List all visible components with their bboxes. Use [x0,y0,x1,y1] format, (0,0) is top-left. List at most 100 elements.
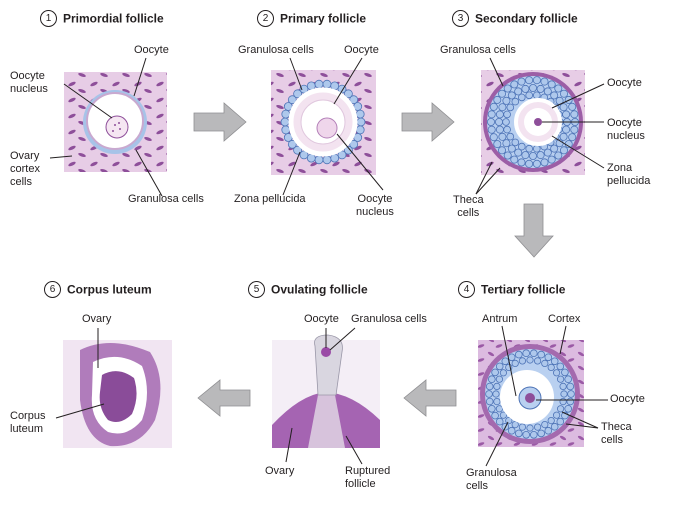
granulosa-cell [559,103,568,112]
granulosa-cell [526,356,534,364]
granulosa-cell [532,144,541,153]
granulosa-cell [522,430,530,439]
granulosa-cell [556,375,565,383]
granulosa-cell [540,77,549,86]
granulosa-cell [491,368,499,377]
granulosa-cell [514,87,523,96]
granulosa-cell [281,109,291,119]
step-number: 5 [248,281,265,298]
s3-theca-label: Theca cells [453,194,484,219]
s4-theca-label: Theca cells [601,421,632,446]
s5-granulosa-label: Granulosa cells [351,313,427,325]
granulosa-cell [570,110,579,119]
s2-oocyte-nucleus [316,117,338,139]
granulosa-cell [489,133,498,142]
granulosa-cell [521,84,530,93]
arrow-stage5-to-stage6 [197,379,251,417]
granulosa-cell [511,97,520,106]
granulosa-cell [567,390,575,398]
granulosa-cell [322,155,332,165]
s2-zona-label: Zona pellucida [234,193,306,205]
stage-name: Primordial follicle [63,11,164,26]
granulosa-cell [522,349,530,358]
granulosa-cell [517,158,526,167]
s3-oocyte-nucleus [534,118,542,126]
granulosa-cell [518,423,527,431]
granulosa-cell [566,382,575,391]
granulosa-cell [495,110,504,119]
granulosa-cell [280,117,290,127]
s4-granulosa-label: Granulosa cells [466,467,517,492]
granulosa-cell [547,363,555,371]
granulosa-cell [493,397,501,406]
stage-name: Corpus luteum [67,282,152,297]
primordial-follicle-illustration [64,72,167,172]
granulosa-cell [541,359,549,367]
s3-oocyte-label: Oocyte [607,77,642,89]
granulosa-cell [550,91,559,100]
granulosa-cell [514,429,523,438]
granulosa-cell [299,84,309,94]
granulosa-cell [540,158,549,167]
granulosa-cell [533,357,542,365]
granulosa-cell [356,117,366,127]
granulosa-cell [532,159,541,168]
granulosa-cell [556,417,565,426]
granulosa-cell [299,150,309,160]
granulosa-cell [525,91,533,100]
granulosa-cell [495,375,503,383]
granulosa-cell [533,423,542,431]
granulosa-cell [502,118,510,126]
stage-name: Tertiary follicle [481,282,566,297]
granulosa-cell [349,139,359,149]
granulosa-cell [517,77,526,86]
leader-lines [49,57,608,467]
granulosa-cell [322,79,332,89]
granulosa-cell [502,139,511,148]
tertiary-follicle-illustration [478,340,584,447]
granulosa-cell [493,95,502,104]
granulosa-cell [503,84,512,93]
granulosa-cell [511,420,519,429]
granulosa-cell [537,350,545,359]
granulosa-cell [514,148,523,157]
granulosa-cell [547,416,555,425]
granulosa-cell [287,95,297,105]
granulosa-cell [559,397,567,406]
granulosa-cell [525,159,534,168]
granulosa-cell [495,417,504,426]
granulosa-cell [511,359,519,367]
granulosa-cell [511,138,520,147]
granulosa-cell [487,125,496,134]
granulosa-cell [503,151,512,160]
s6-corpus-luteum-label: Corpus luteum [10,410,46,435]
s3-zona-label: Zona pellucida [607,162,651,187]
granulosa-cell [293,89,303,99]
granulosa-cell [497,89,506,98]
corpus-luteum-illustration [63,340,172,448]
granulosa-cell [492,390,500,398]
granulosa-cell [355,125,365,135]
arrow-stage2-to-stage3 [401,102,455,142]
granulosa-cell [491,411,499,420]
granulosa-cell [503,125,511,134]
granulosa-cell [507,144,516,153]
granulosa-cell [525,76,534,85]
granulosa-cell [497,146,506,155]
granulosa-cell [568,102,577,111]
s3-granulosa-label: Granulosa cells [440,44,516,56]
granulosa-cell [507,426,516,435]
s5-oocyte-label: Oocyte [304,313,339,325]
granulosa-cell [541,420,549,429]
granulosa-cell [343,145,353,155]
s4-oocyte [525,393,535,403]
granulosa-cell [517,93,526,102]
granulosa-cell [314,155,324,165]
s1-oocyte-label: Oocyte [134,44,169,56]
step-number: 2 [257,10,274,27]
granulosa-cell [525,144,533,153]
